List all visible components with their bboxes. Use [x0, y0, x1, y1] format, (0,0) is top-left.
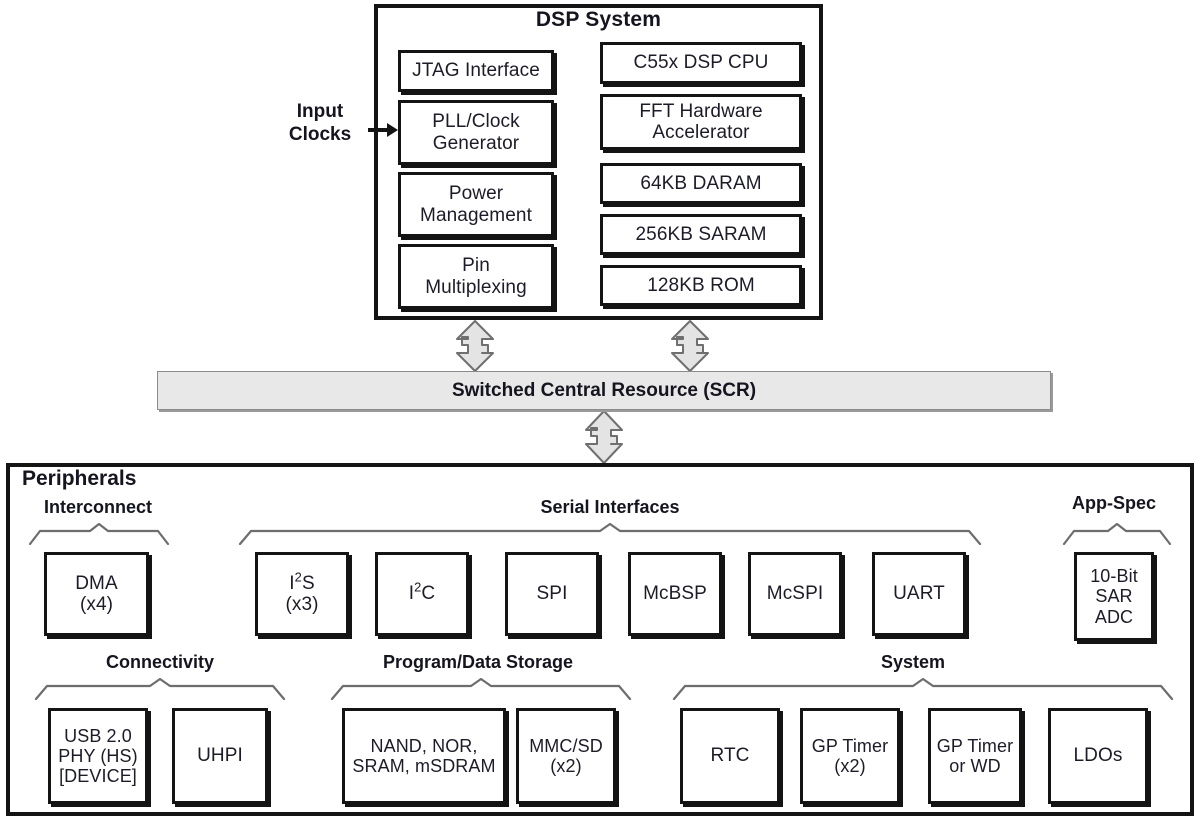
arrow-dsp-right-to-scr-icon: [671, 320, 709, 372]
block-label: MMC/SD(x2): [529, 735, 603, 776]
arrow-scr-to-peripherals-icon: [585, 410, 623, 464]
block-c55x-dsp-cpu[interactable]: C55x DSP CPU: [600, 42, 802, 84]
block-label: I2C: [408, 580, 436, 605]
block-dma[interactable]: DMA(x4): [44, 552, 149, 636]
brace-system: [672, 678, 1174, 700]
brace-interconnect: [28, 523, 170, 545]
block-nand-nor-sram-msdram[interactable]: NAND, NOR,SRAM, mSDRAM: [342, 708, 506, 804]
block-label: GP Timer(x2): [811, 735, 889, 776]
input-clocks-label: Input Clocks: [272, 100, 368, 146]
group-label-connectivity: Connectivity: [105, 652, 215, 672]
block-label: JTAG Interface: [412, 60, 540, 82]
block-label: NAND, NOR,SRAM, mSDRAM: [352, 735, 496, 776]
block-128kb-rom[interactable]: 128KB ROM: [600, 265, 802, 306]
arrow-dsp-left-to-scr-icon: [456, 320, 494, 372]
group-label-system: System: [880, 652, 946, 672]
block-label: McBSP: [643, 583, 707, 605]
input-clocks-line-2: Clocks: [288, 124, 352, 146]
block-rtc[interactable]: RTC: [680, 708, 780, 804]
switched-central-resource-bar[interactable]: Switched Central Resource (SCR): [157, 371, 1051, 410]
block-i2s[interactable]: I2S(x3): [255, 552, 349, 636]
block-label: UART: [893, 583, 945, 605]
block-64kb-daram[interactable]: 64KB DARAM: [600, 163, 802, 204]
block-label: SPI: [536, 583, 568, 605]
block-spi[interactable]: SPI: [505, 552, 599, 636]
block-label: 256KB SARAM: [635, 223, 767, 245]
scr-label: Switched Central Resource (SCR): [451, 379, 757, 401]
group-label-program-data-storage: Program/Data Storage: [382, 652, 574, 672]
group-label-app-spec: App-Spec: [1071, 493, 1156, 513]
block-jtag-interface[interactable]: JTAG Interface: [398, 50, 554, 92]
brace-serial-interfaces: [238, 523, 982, 545]
brace-app-spec: [1062, 523, 1172, 545]
block-label: RTC: [710, 745, 750, 767]
input-clocks-line-1: Input: [296, 101, 344, 122]
input-clocks-arrow-icon: [368, 123, 398, 137]
block-256kb-saram[interactable]: 256KB SARAM: [600, 214, 802, 255]
block-i2c[interactable]: I2C: [375, 552, 469, 636]
block-label: 128KB ROM: [647, 274, 755, 296]
peripherals-title: Peripherals: [22, 467, 137, 490]
group-label-interconnect: Interconnect: [43, 497, 153, 517]
group-label-serial-interfaces: Serial Interfaces: [540, 497, 680, 517]
block-mcspi[interactable]: McSPI: [748, 552, 842, 636]
block-label: 64KB DARAM: [640, 172, 762, 194]
block-uart[interactable]: UART: [872, 552, 966, 636]
block-label: C55x DSP CPU: [633, 52, 769, 74]
block-label: McSPI: [766, 583, 824, 605]
block-label: LDOs: [1073, 745, 1123, 767]
block-label: I2S(x3): [285, 569, 319, 615]
block-mmc-sd[interactable]: MMC/SD(x2): [516, 708, 616, 804]
brace-connectivity: [34, 678, 286, 700]
block-mcbsp[interactable]: McBSP: [628, 552, 722, 636]
dsp-system-title: DSP System: [535, 8, 662, 31]
brace-program-data-storage: [330, 678, 632, 700]
block-label: DMA(x4): [75, 572, 118, 615]
block-gp-timer-x2[interactable]: GP Timer(x2): [800, 708, 900, 804]
block-ldos[interactable]: LDOs: [1048, 708, 1148, 804]
block-uhpi[interactable]: UHPI: [172, 708, 268, 804]
block-label: UHPI: [197, 745, 243, 767]
